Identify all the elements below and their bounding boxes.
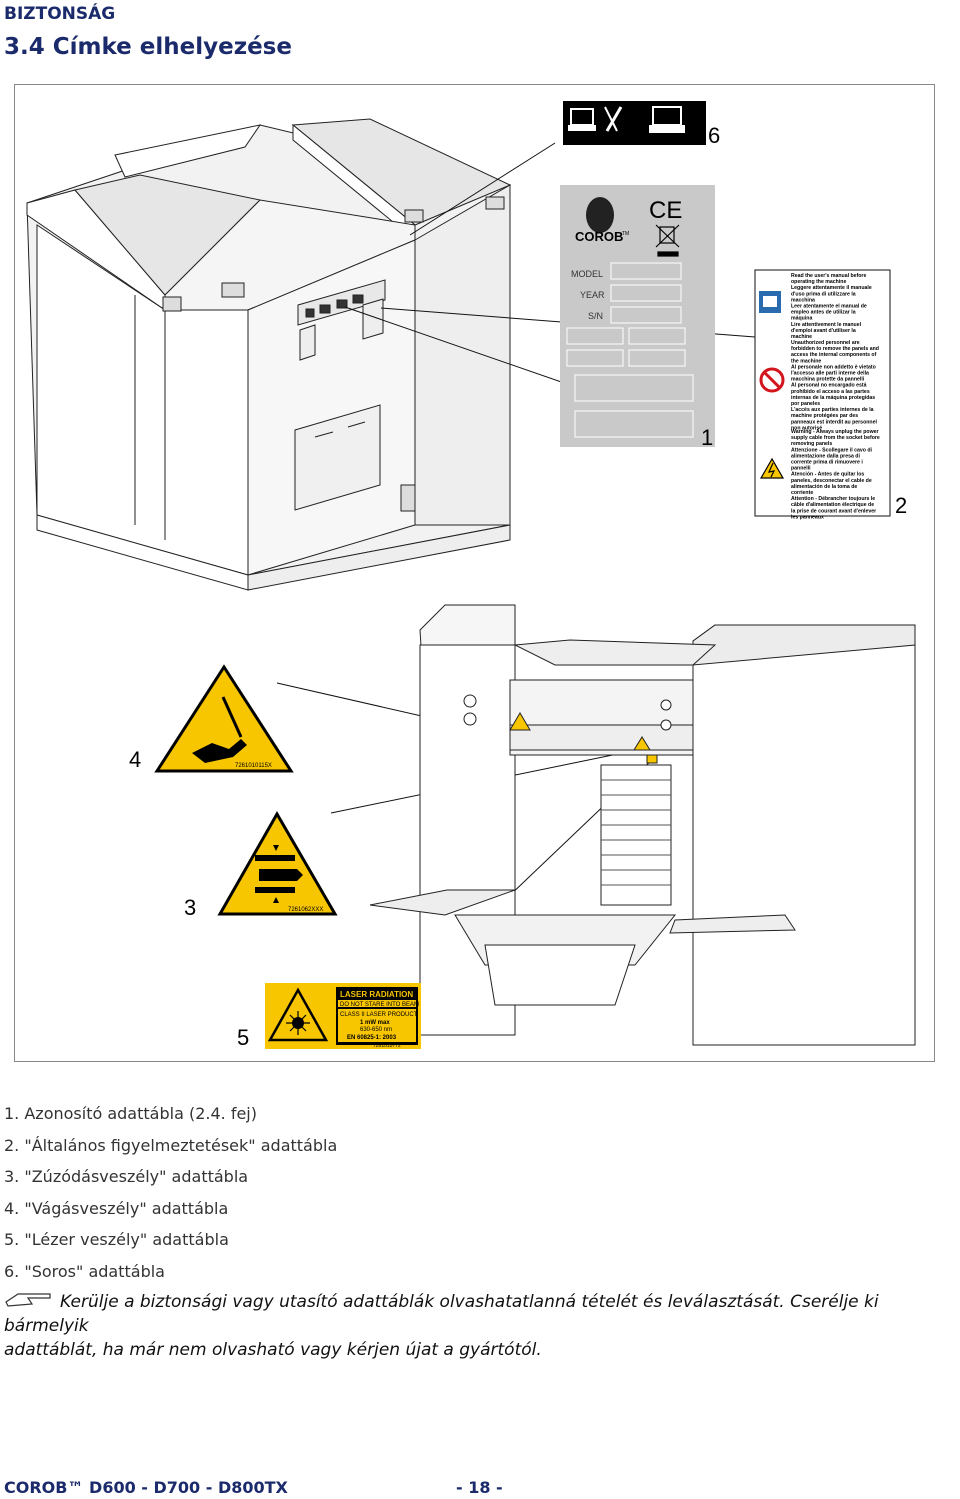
warning-text-line: d'emploi avant d'utiliser la [791, 328, 856, 334]
warning-text-line: les panneaux [791, 514, 824, 520]
warning-text-line: máquina [791, 316, 812, 322]
year-label: YEAR [580, 290, 605, 300]
page-footer: COROB™ D600 - D700 - D800TX - 18 - [4, 1478, 956, 1497]
warning-text-line: Lire attentivement le manuel [791, 322, 862, 328]
model-label: MODEL [571, 269, 603, 279]
crush-hazard-label: 7261062XXX 3 [184, 810, 338, 920]
hand-crush-icon [259, 869, 303, 881]
laser-title: LASER RADIATION [340, 990, 413, 999]
callout-6: 6 [708, 123, 720, 148]
brand-logo-text: COROB [575, 229, 623, 244]
serial-label: 6 [563, 101, 720, 148]
warning-text-line: prohibido el acceso a las partes [791, 389, 870, 395]
warning-text-line: Attention - Débrancher toujours le [791, 496, 875, 502]
warning-text-line: internas de la máquina protegidas [791, 395, 875, 401]
section-header: BIZTONSÁG [4, 4, 116, 24]
sn-label: S/N [588, 311, 603, 321]
laser-line4: 630-650 nm [360, 1027, 392, 1033]
list-item: 1. Azonosító adattábla (2.4. fej) [4, 1104, 257, 1123]
cut-hazard-label: 7261010115X 4 [129, 664, 294, 773]
warning-text-line: macchina [791, 297, 815, 303]
callout-1: 1 [701, 425, 713, 450]
footer-product: COROB™ D600 - D700 - D800TX [4, 1478, 288, 1497]
page-title: 3.4 Címke elhelyezése [4, 34, 292, 60]
warning-text-line: d'uso prima di utilizzare la [791, 291, 856, 297]
warning-text-line: L'accès aux parties internes de la [791, 407, 874, 413]
laser-label: LASER RADIATION DO NOT STARE INTO BEAM C… [237, 983, 421, 1050]
warning-text-line: Leggere attentamente il manuale [791, 285, 872, 291]
note-line-1: Kerülje a biztonsági vagy utasító adattá… [4, 1292, 879, 1336]
warning-text-line: por paneles [791, 401, 820, 407]
warning-text-line: Al personal no encargado está [791, 383, 867, 389]
laser-line3: 1 mW max [360, 1020, 390, 1026]
laser-line5: EN 60825-1: 2003 [347, 1035, 397, 1041]
brand-tm: TM [622, 231, 629, 237]
list-item: 6. "Soros" adattábla [4, 1261, 165, 1281]
machine-illustration: 6 COROB TM CE MODEL YEAR S/N 1 [26, 101, 916, 1050]
warning-text-line: alimentación de la toma de [791, 484, 857, 490]
warning-text-line: la prise de courant avant d'enlever [791, 508, 876, 514]
warning-text-line: removing panels [791, 441, 832, 447]
identification-plate: COROB TM CE MODEL YEAR S/N 1 [560, 185, 715, 450]
warning-text-line: supply cable from the socket before [791, 435, 880, 441]
warning-text-line: corriente [791, 490, 813, 496]
warning-text-line: Warning - Always unplug the power [791, 429, 879, 435]
crush-label-code: 7261062XXX [288, 907, 323, 913]
warning-text-line: câble d'alimentation électrique de [791, 502, 874, 508]
cut-label-code: 7261010115X [235, 763, 272, 769]
warning-text-line: the machine [791, 358, 821, 364]
note-line-2: adattáblát, ha már nem olvasható vagy ké… [4, 1340, 542, 1360]
warning-text-line: machine [791, 334, 812, 340]
warning-text-line: l'accesso alle parti interne della [791, 371, 869, 377]
warning-text-line: Read the user's manual before [791, 273, 866, 279]
callout-2: 2 [895, 493, 907, 518]
ce-mark: CE [649, 197, 682, 224]
list-item: 2. "Általános figyelmeztetések" adattábl… [4, 1135, 338, 1155]
warning-text-line: corrente prima di rimuovere i [791, 460, 863, 466]
machine-front-view [369, 604, 916, 1046]
callout-4: 4 [129, 747, 141, 772]
label-legend-list: 1. Azonosító adattábla (2.4. fej) 2. "Ál… [4, 1098, 337, 1287]
hand-cut-icon [192, 739, 247, 763]
warning-text-line: alimentazione dalla presa di [791, 453, 860, 459]
label-placement-figure: 6 COROB TM CE MODEL YEAR S/N 1 [14, 84, 935, 1062]
warning-text-line: Al personale non addetto è vietato [791, 364, 876, 370]
pointing-hand-icon [5, 1293, 51, 1307]
list-item: 5. "Lézer veszély" adattábla [4, 1230, 229, 1249]
warning-text-line: empleo antes de utilizar la [791, 310, 856, 316]
warning-text-line: Unauthorized personnel are [791, 340, 860, 346]
laser-label-code: 7261010772 [373, 1043, 401, 1049]
weee-bin-icon [655, 224, 680, 257]
note-block: Kerülje a biztonsági vagy utasító adattá… [4, 1290, 960, 1362]
warning-text-line: non autorisé [791, 425, 822, 431]
list-item: 4. "Vágásveszély" adattábla [4, 1198, 229, 1218]
warning-text-line: access the internal components of [791, 352, 877, 358]
warning-text-line: operating the machine [791, 279, 846, 285]
warning-text-line: panneaux est interdit au personnel [791, 419, 877, 425]
warning-text-line: machine protégées par des [791, 413, 858, 419]
warning-text-line: macchina protette da pannelli [791, 377, 865, 383]
warning-text-line: Atención - Antes de quitar los [791, 472, 864, 478]
callout-5: 5 [237, 1025, 249, 1050]
warning-text-line: Attenzione - Scollegare il cavo di [791, 447, 873, 453]
warning-text-line: Leer atentamente el manual de [791, 304, 867, 310]
warning-text-line: paneles, desconectar el cable de [791, 478, 872, 484]
warning-text-line: forbidden to remove the panels and [791, 346, 879, 352]
list-item: 3. "Zúzódásveszély" adattábla [4, 1167, 249, 1186]
machine-rear-view [26, 118, 512, 591]
callout-3: 3 [184, 895, 196, 920]
laser-line1: DO NOT STARE INTO BEAM [340, 1002, 419, 1008]
page-number: - 18 - [456, 1478, 503, 1497]
laser-line2: CLASS II LASER PRODUCT [340, 1012, 418, 1018]
warning-text-line: pannelli [791, 466, 811, 472]
